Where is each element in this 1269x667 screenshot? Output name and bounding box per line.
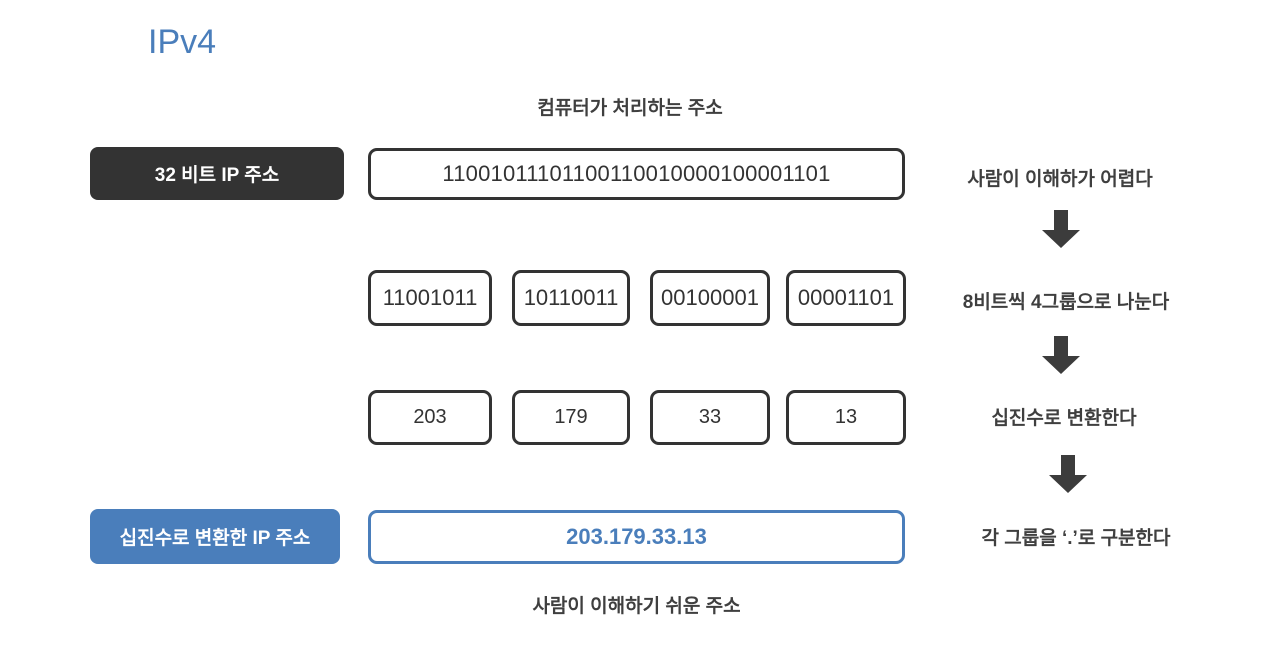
byte-group-value-1: 11001011 (382, 285, 478, 310)
byte-group-box-4: 00001101 (786, 270, 906, 326)
decimal-box-2: 179 (512, 390, 630, 445)
byte-group-value-3: 00100001 (661, 285, 759, 310)
byte-group-value-4: 00001101 (797, 285, 895, 310)
arrow-down-icon (1038, 208, 1084, 250)
caption-computer-address-text: 컴퓨터가 처리하는 주소 (537, 98, 723, 119)
binary-address-box: 11001011101100110010000100001101 (368, 148, 905, 200)
label-32bit-ip-address: 32 비트 IP 주소 (90, 147, 344, 200)
caption-human-readable-address: 사람이 이해하기 쉬운 주소 (532, 596, 741, 617)
result-ip-box: 203.179.33.13 (368, 510, 905, 564)
label-decimal-ip-address: 십진수로 변환한 IP 주소 (90, 509, 340, 564)
caption-computer-address: 컴퓨터가 처리하는 주소 (0, 93, 1268, 120)
note-convert-to-decimal: 십진수로 변환한다 (991, 408, 1137, 429)
arrow-down-icon (1045, 453, 1091, 495)
page-title: IPv4 (148, 23, 217, 61)
label-32bit-ip-address-text: 32 비트 IP 주소 (154, 165, 280, 186)
note-hard-to-understand: 사람이 이해하가 어렵다 (967, 169, 1153, 190)
binary-address-value: 11001011101100110010000100001101 (442, 161, 831, 186)
note-separate-with-dots: 각 그룹을 ‘.’로 구분한다 (981, 528, 1171, 549)
decimal-box-3: 33 (650, 390, 770, 445)
decimal-box-4: 13 (786, 390, 906, 445)
byte-group-box-1: 11001011 (368, 270, 492, 326)
decimal-box-1: 203 (368, 390, 492, 445)
decimal-value-2: 179 (554, 406, 588, 428)
decimal-value-4: 13 (834, 406, 858, 428)
label-decimal-ip-address-text: 십진수로 변환한 IP 주소 (119, 528, 311, 549)
byte-group-box-3: 00100001 (650, 270, 770, 326)
decimal-value-1: 203 (413, 406, 447, 428)
note-split-into-4-groups: 8비트씩 4그룹으로 나눈다 (962, 292, 1170, 313)
byte-group-box-2: 10110011 (512, 270, 630, 326)
arrow-down-icon (1038, 334, 1084, 376)
byte-group-value-2: 10110011 (523, 285, 619, 310)
decimal-value-3: 33 (698, 406, 722, 428)
result-ip-value: 203.179.33.13 (566, 524, 707, 549)
